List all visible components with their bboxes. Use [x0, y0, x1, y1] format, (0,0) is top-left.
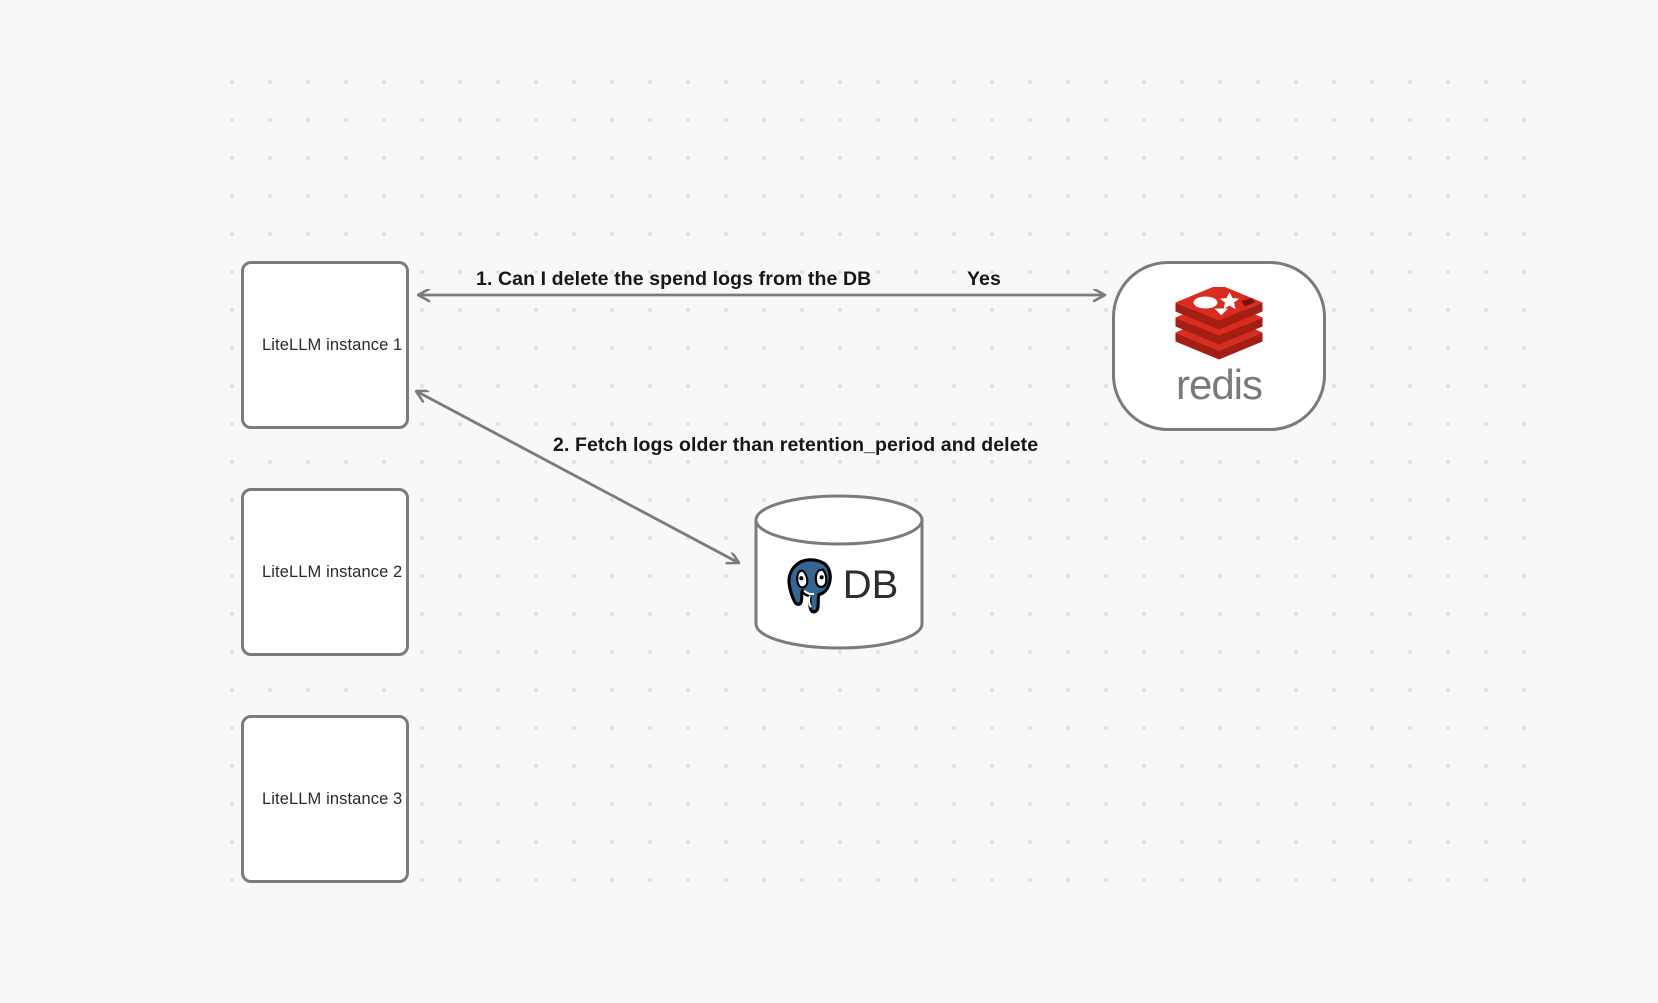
db-node-label: DB [842, 562, 899, 607]
node-postgres-db[interactable]: DB [753, 494, 925, 650]
node-label-instance-2: LiteLLM instance 2 [262, 562, 403, 581]
edge-instance1-db [416, 391, 739, 563]
node-litellm-instance-3[interactable]: LiteLLM instance 3 [241, 715, 409, 883]
node-litellm-instance-2[interactable]: LiteLLM instance 2 [241, 488, 409, 656]
node-label-instance-3: LiteLLM instance 3 [262, 789, 403, 808]
node-litellm-instance-1[interactable]: LiteLLM instance 1 [241, 261, 409, 429]
edge-label-yes-reply: Yes [967, 268, 1001, 290]
redis-logo-icon [1175, 287, 1263, 360]
edge-label-step-2: 2. Fetch logs older than retention_perio… [553, 434, 1039, 456]
node-redis[interactable]: redis [1112, 261, 1326, 431]
cylinder-shape-icon [754, 494, 924, 650]
db-node-content: DB [753, 536, 925, 634]
edge-label-step-1: 1. Can I delete the spend logs from the … [476, 268, 872, 290]
postgresql-elephant-icon [787, 558, 832, 614]
redis-wordmark-label: redis [1175, 361, 1263, 409]
node-label-instance-1: LiteLLM instance 1 [262, 335, 403, 354]
